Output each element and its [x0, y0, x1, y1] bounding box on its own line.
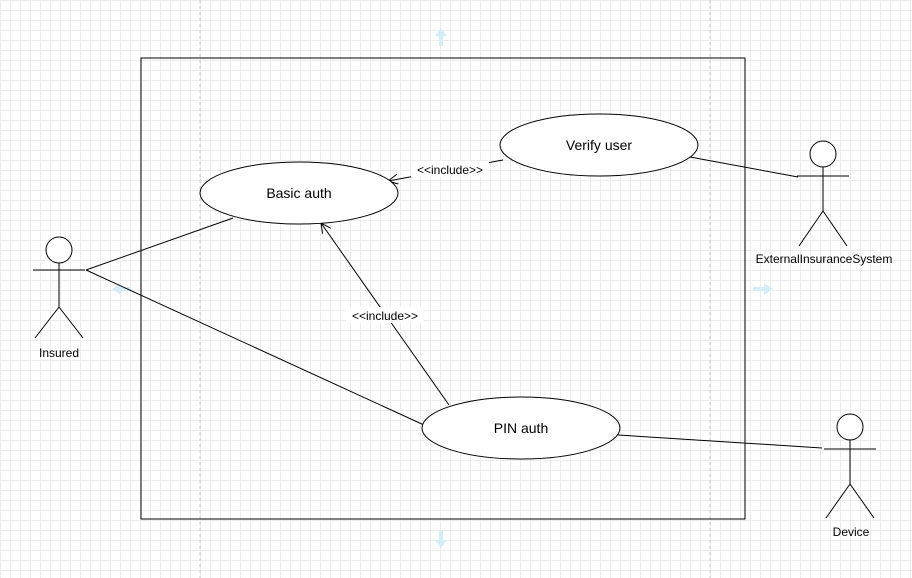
use-case-pin-auth[interactable]: PIN auth	[421, 396, 621, 460]
use-case-basic-auth-label: Basic auth	[266, 185, 331, 201]
include-label-pin-basic: <<include>>	[352, 309, 418, 323]
actor-insured[interactable]: Insured	[33, 236, 85, 360]
use-case-basic-auth[interactable]: Basic auth	[199, 161, 399, 225]
actor-insured-label: Insured	[39, 346, 79, 360]
insert-arrow-right-icon[interactable]	[753, 283, 773, 295]
include-label-bg	[411, 161, 489, 177]
actor-external-insurance-system[interactable]: ExternalInsuranceSystem	[756, 140, 893, 266]
actor-device-label: Device	[833, 525, 870, 539]
use-case-pin-auth-label: PIN auth	[494, 420, 548, 436]
insert-arrow-up-icon[interactable]	[435, 28, 447, 46]
actor-external-label: ExternalInsuranceSystem	[756, 252, 893, 266]
actor-head-icon	[836, 413, 864, 441]
include-label-bg	[346, 307, 424, 323]
association-insured-basic-auth[interactable]	[85, 217, 234, 271]
use-case-verify-user-label: Verify user	[566, 137, 632, 153]
association-pin-device[interactable]	[617, 434, 823, 449]
insert-arrow-down-icon[interactable]	[435, 530, 447, 548]
actor-device[interactable]: Device	[824, 413, 876, 539]
association-insured-pin-auth[interactable]	[85, 269, 425, 426]
association-verify-external[interactable]	[689, 156, 799, 178]
insert-arrow-left-icon[interactable]	[112, 283, 131, 295]
actor-head-icon	[45, 236, 73, 264]
include-label-verify-basic: <<include>>	[417, 163, 483, 177]
system-boundary[interactable]	[140, 57, 746, 520]
use-case-verify-user[interactable]: Verify user	[499, 113, 699, 177]
actor-head-icon	[809, 140, 837, 168]
